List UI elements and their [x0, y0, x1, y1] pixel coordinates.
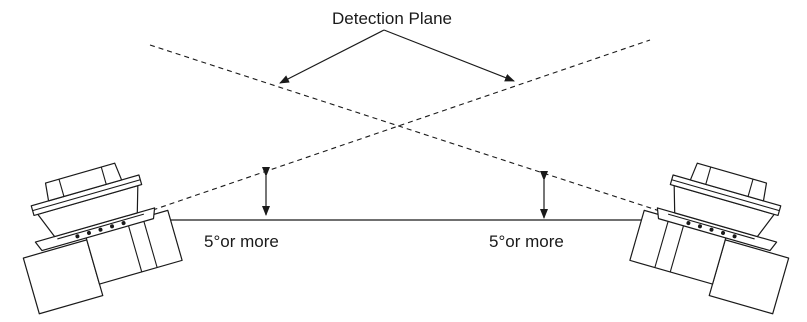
detection-plane-label: Detection Plane	[332, 9, 452, 28]
angle-label-left: 5°or more	[204, 232, 279, 251]
pointer-arrow-left	[279, 29, 385, 84]
detection-plane-left-sensor	[143, 39, 651, 214]
laser-scanner-sensor-right-icon	[629, 162, 790, 315]
laser-scanner-sensor-left-icon	[22, 162, 183, 315]
angle-label-right: 5°or more	[489, 232, 564, 251]
detection-plane-right-sensor	[149, 44, 673, 216]
pointer-arrow-right	[383, 29, 515, 82]
